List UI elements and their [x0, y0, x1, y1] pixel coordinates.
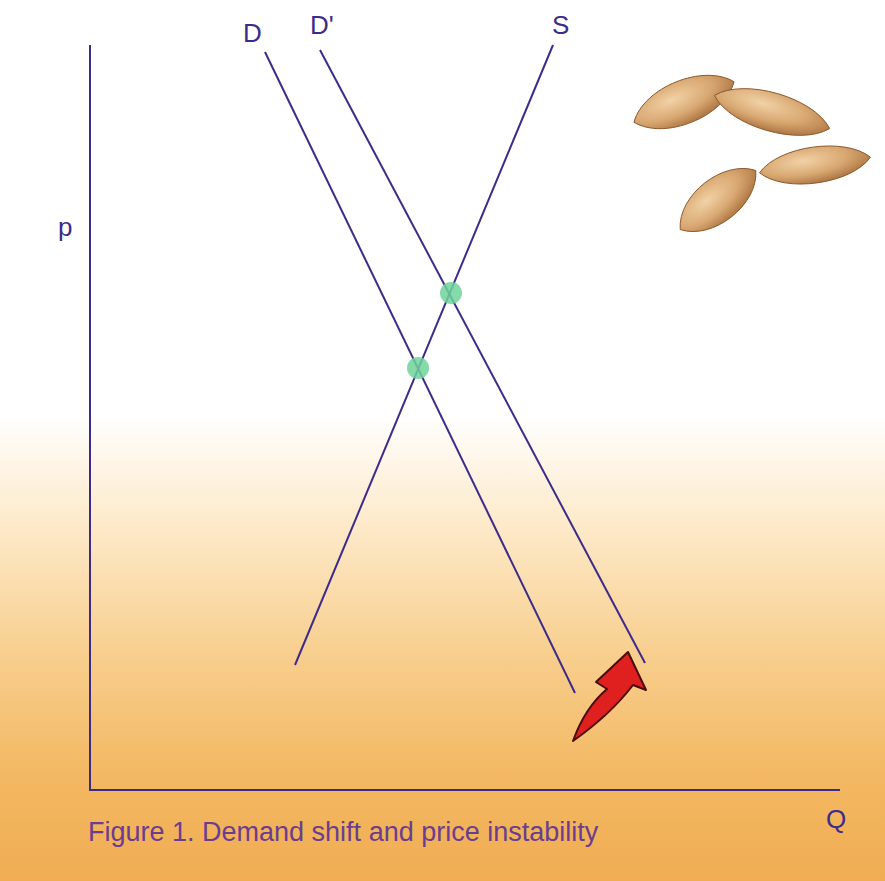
- curve-label: D: [243, 20, 262, 46]
- curve-label: D': [310, 12, 334, 38]
- equilibrium-dot: [407, 357, 429, 379]
- axis-label: Q: [826, 806, 846, 832]
- almond-picture: [626, 62, 873, 247]
- axis-label: p: [58, 214, 72, 240]
- almond: [667, 153, 769, 246]
- almond: [709, 77, 835, 147]
- figure-caption: Figure 1. Demand shift and price instabi…: [88, 819, 598, 846]
- shift-arrow: [573, 652, 646, 741]
- almond: [757, 139, 873, 190]
- equilibrium-dot: [440, 282, 462, 304]
- shifted-demand-curve: [320, 50, 645, 663]
- curve-label: S: [552, 12, 569, 38]
- supply-curve: [295, 45, 553, 665]
- demand-curve: [265, 52, 575, 693]
- quantity-axis: [89, 789, 840, 791]
- price-axis: [89, 45, 91, 790]
